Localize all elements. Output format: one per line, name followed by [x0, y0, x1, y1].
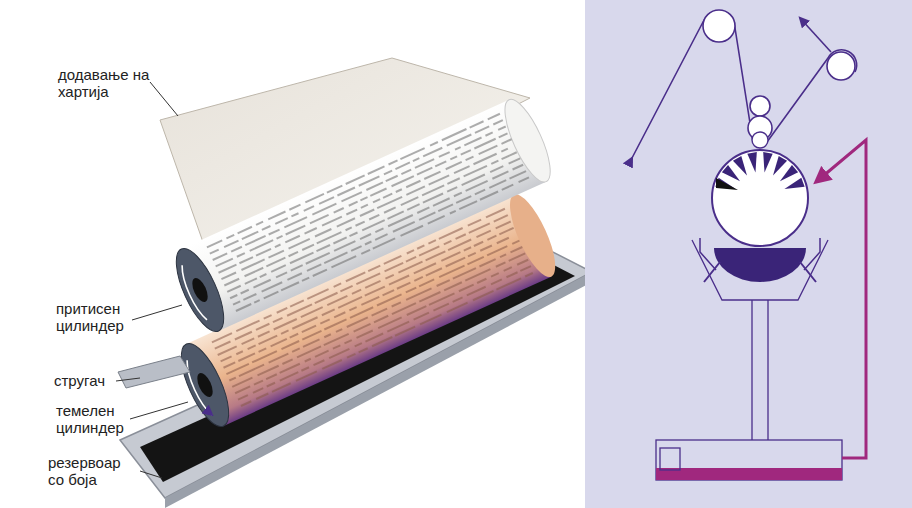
- part-label: притисен цилиндер: [56, 300, 132, 335]
- part-label: темелен цилиндер: [56, 402, 132, 437]
- part-label: додавање на хартија: [58, 66, 154, 101]
- gravure-schematic: [632, 10, 866, 480]
- doctor-blade: [118, 356, 190, 388]
- schematic-panel: [585, 0, 912, 508]
- part-label: стругач: [54, 372, 124, 389]
- leader-lines: [116, 82, 188, 478]
- impression-cylinder: [167, 94, 559, 338]
- part-label: резервоар со боја: [48, 454, 140, 489]
